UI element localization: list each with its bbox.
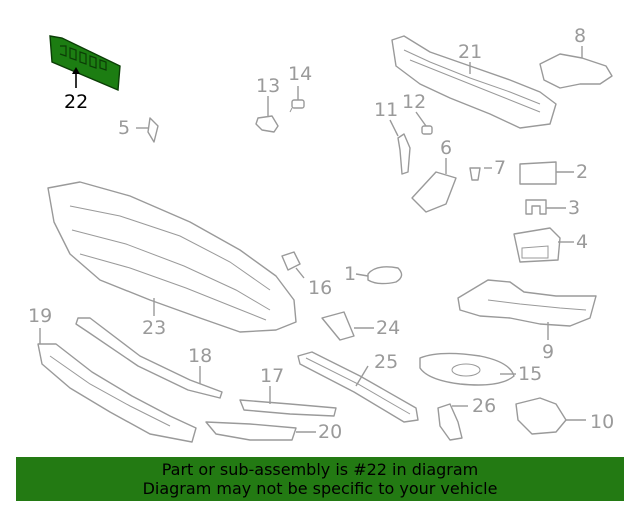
- callout-2: 2: [576, 161, 588, 183]
- callout-18: 18: [188, 345, 212, 367]
- part-24[interactable]: [321, 311, 355, 341]
- part-15-lamp-trim[interactable]: [419, 352, 515, 386]
- callout-5: 5: [118, 117, 130, 139]
- part-13[interactable]: [255, 115, 279, 133]
- callout-16: 16: [308, 277, 332, 299]
- part-14-bolt[interactable]: [289, 99, 305, 113]
- part-3[interactable]: [525, 199, 547, 215]
- banner-line-2: Diagram may not be specific to your vehi…: [142, 479, 498, 498]
- part-10[interactable]: [515, 397, 567, 435]
- part-20[interactable]: [205, 421, 297, 441]
- callout-21: 21: [458, 41, 482, 63]
- banner-line-1: Part or sub-assembly is #22 in diagram: [161, 460, 479, 479]
- callout-14: 14: [288, 63, 312, 85]
- callout-4: 4: [576, 231, 588, 253]
- callout-17: 17: [260, 365, 284, 387]
- callout-6: 6: [440, 137, 452, 159]
- callout-7: 7: [494, 157, 506, 179]
- callout-25: 25: [374, 351, 398, 373]
- part-19-lower-grille[interactable]: [37, 343, 197, 443]
- callout-13: 13: [256, 75, 280, 97]
- part-8[interactable]: [539, 53, 613, 89]
- part-6[interactable]: [411, 171, 457, 213]
- callout-8: 8: [574, 25, 586, 47]
- part-11[interactable]: [397, 133, 411, 175]
- parts-diagram: 22 5 13 14 21 8 11 12 6 7 2 3 4 1 16 23 …: [28, 25, 614, 443]
- part-23-undertray[interactable]: [47, 181, 297, 333]
- callout-15: 15: [518, 363, 542, 385]
- part-21-beam[interactable]: [391, 35, 557, 129]
- callout-10: 10: [590, 411, 614, 433]
- callout-3: 3: [568, 197, 580, 219]
- callout-24: 24: [376, 317, 400, 339]
- part-26[interactable]: [437, 403, 463, 441]
- part-2[interactable]: [519, 161, 557, 185]
- part-12-bolt[interactable]: [421, 125, 433, 135]
- callout-22: 22: [64, 91, 88, 113]
- part-22-emblem[interactable]: [49, 35, 121, 92]
- part-5[interactable]: [147, 117, 159, 143]
- callout-20: 20: [318, 421, 342, 443]
- part-17[interactable]: [239, 399, 337, 417]
- part-7[interactable]: [469, 167, 481, 181]
- part-18[interactable]: [75, 317, 223, 399]
- callout-1: 1: [344, 263, 356, 285]
- part-1[interactable]: [367, 266, 403, 285]
- part-9-bracket[interactable]: [457, 279, 597, 327]
- info-banner: Part or sub-assembly is #22 in diagram D…: [16, 457, 624, 501]
- part-4[interactable]: [513, 227, 561, 263]
- callout-23: 23: [142, 317, 166, 339]
- arrow-22: [72, 67, 80, 74]
- callout-12: 12: [402, 91, 426, 113]
- callout-26: 26: [472, 395, 496, 417]
- callout-11: 11: [374, 99, 398, 121]
- callout-9: 9: [542, 341, 554, 363]
- callout-19: 19: [28, 305, 52, 327]
- part-16[interactable]: [281, 251, 301, 271]
